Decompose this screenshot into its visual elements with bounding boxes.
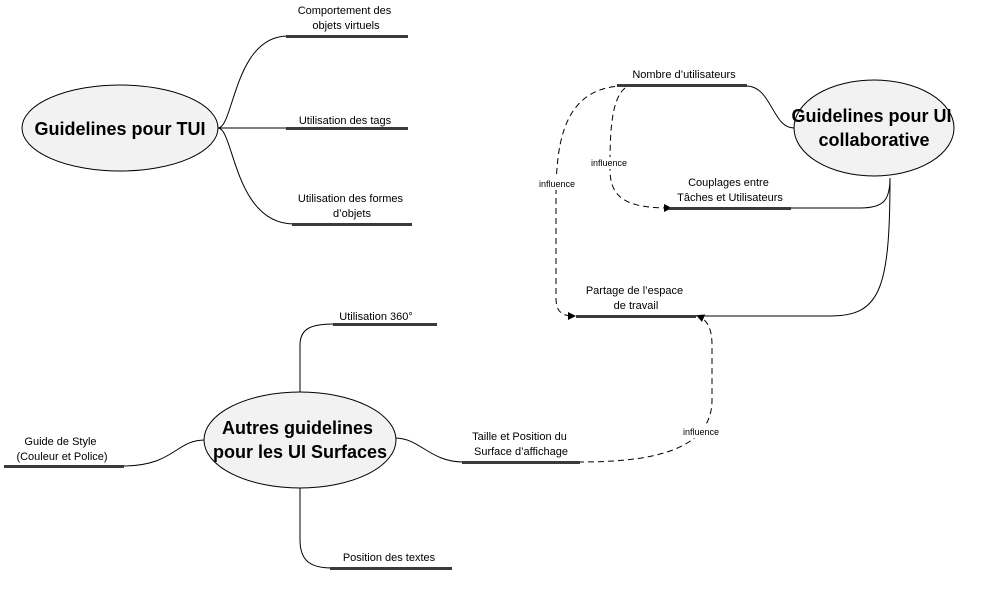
leaf-nombre-label[interactable]: Nombre d’utilisateurs: [632, 69, 736, 81]
influence-label-taille-partage: influence: [683, 427, 719, 437]
bar-taille: [462, 461, 580, 464]
branches: [121, 35, 891, 569]
branch-collab-partage: [696, 177, 891, 317]
hub-surfaces[interactable]: Autres guidelines pour les UI Surfaces: [203, 391, 397, 489]
hub-collaborative-label: Guidelines pour UI collaborative: [791, 106, 956, 150]
leaf-formes-label[interactable]: Utilisation des formes d’objets: [298, 193, 406, 220]
bar-tags: [286, 127, 408, 130]
influence-label-nombre-couplages: influence: [591, 158, 627, 168]
leaf-textes-label[interactable]: Position des textes: [343, 552, 436, 564]
bar-textes: [330, 567, 452, 570]
hub-tui[interactable]: Guidelines pour TUI: [21, 84, 219, 172]
bar-nombre: [617, 84, 747, 87]
influence-label-bg-2: [588, 157, 630, 169]
bar-formes: [292, 223, 412, 226]
leaf-bars: [4, 35, 791, 570]
hub-tui-label: Guidelines pour TUI: [34, 119, 205, 139]
hub-surfaces-label: Autres guidelines pour les UI Surfaces: [213, 418, 387, 462]
bar-style: [4, 465, 124, 468]
branch-tui-comportement: [217, 35, 289, 129]
leaf-couplages-label[interactable]: Couplages entre Tâches et Utilisateurs: [677, 177, 783, 204]
hub-collaborative[interactable]: Guidelines pour UI collaborative: [791, 79, 956, 177]
leaf-comportement-label[interactable]: Comportement des objets virtuels: [298, 5, 395, 32]
influence-arrow-taille-partage: [577, 314, 713, 463]
influence-arrow-nombre-partage: [555, 85, 626, 320]
branch-surfaces-taille: [394, 437, 464, 463]
bar-comportement: [286, 35, 408, 38]
bar-utilisation360: [333, 323, 437, 326]
branch-surfaces-360: [299, 323, 335, 392]
influence-arrow-nombre-couplages: [609, 87, 672, 212]
branch-collab-nombre: [745, 85, 795, 129]
branch-tui-formes: [217, 127, 295, 225]
branch-surfaces-style: [121, 439, 206, 467]
branch-collab-couplages: [790, 177, 891, 209]
leaf-utilisation360-label[interactable]: Utilisation 360°: [339, 311, 413, 323]
influence-label-bg-1: [536, 178, 578, 190]
influence-label-nombre-partage: influence: [539, 179, 575, 189]
bar-partage: [576, 315, 696, 318]
leaf-style-label[interactable]: Guide de Style (Couleur et Police): [16, 436, 107, 463]
leaf-tags-label[interactable]: Utilisation des tags: [299, 115, 392, 127]
influence-label-bg-3: [680, 426, 722, 438]
leaf-taille-label[interactable]: Taille et Position du Surface d’affichag…: [472, 431, 570, 458]
bar-couplages: [669, 207, 791, 210]
branch-surfaces-textes: [299, 488, 333, 569]
leaf-partage-label[interactable]: Partage de l’espace de travail: [586, 285, 686, 312]
influence-links: [555, 85, 713, 463]
